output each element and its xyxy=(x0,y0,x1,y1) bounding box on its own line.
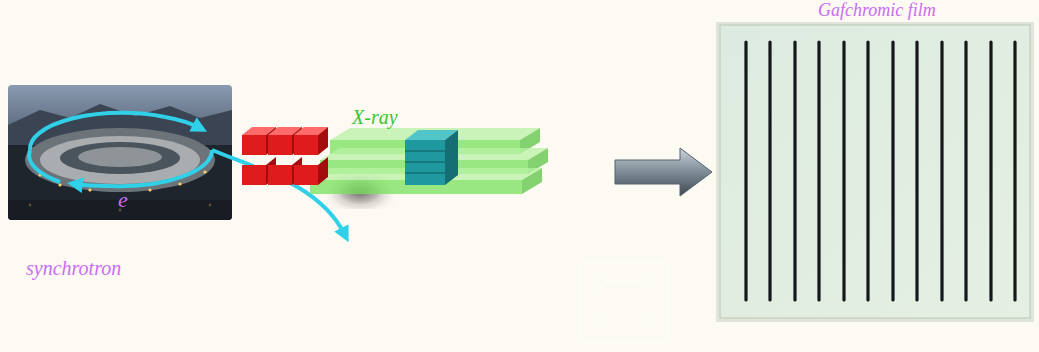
film-sample xyxy=(716,22,1034,322)
synchrotron-photo xyxy=(8,85,232,220)
process-arrow xyxy=(615,148,712,196)
magnet-array xyxy=(242,127,328,185)
caption-label: synchrotron xyxy=(26,257,121,280)
watermark xyxy=(580,262,668,342)
film-box: Gafchromic film xyxy=(720,25,1030,318)
collimator-blocks xyxy=(405,130,458,185)
synchrotron-photo-box: esynchrotron xyxy=(8,85,232,220)
heading-label: Gafchromic film xyxy=(818,0,936,21)
electron-orbit xyxy=(29,113,345,235)
xray-beams xyxy=(310,128,548,194)
electron-label: e xyxy=(118,187,128,213)
beam-label: X-ray xyxy=(352,106,398,129)
